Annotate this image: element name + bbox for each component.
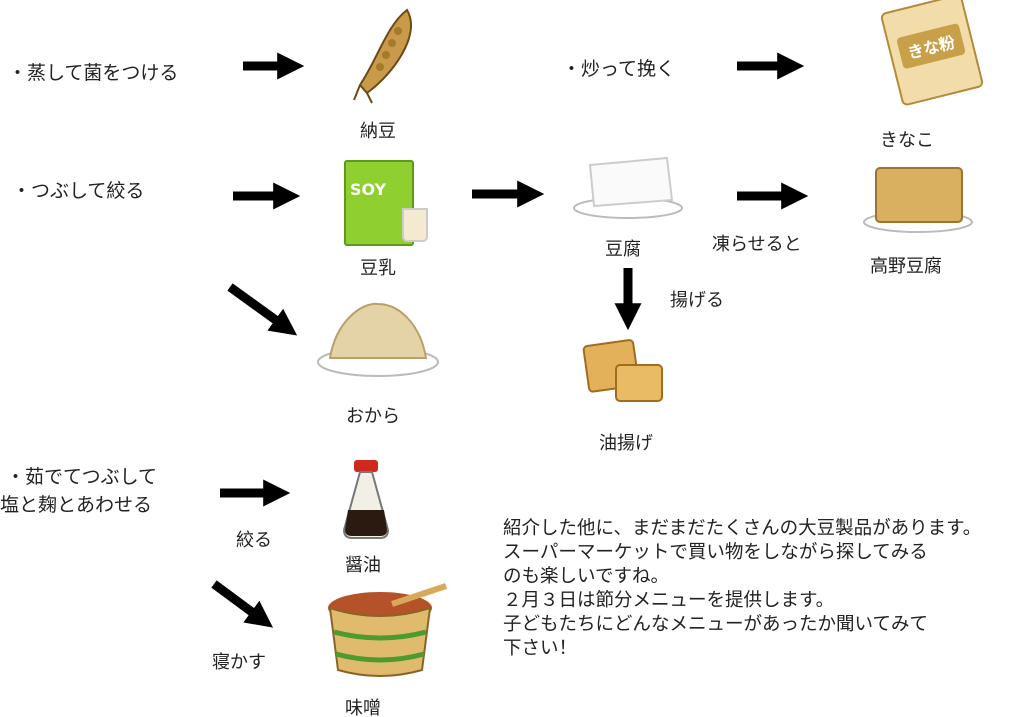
tofu-illustration — [573, 156, 683, 219]
product-kinako: きなこ — [880, 130, 934, 151]
step-fry: 揚げる — [670, 290, 724, 311]
product-koya-tofu: 高野豆腐 — [870, 256, 942, 277]
message-line: 子どもたちにどんなメニューがあったか聞いてみて — [503, 614, 928, 635]
arrow-boil-miso — [211, 580, 274, 628]
process-roast: ・炒って挽く — [562, 58, 676, 80]
koya-tofu-illustration — [863, 167, 973, 233]
step-squeeze: 絞る — [236, 530, 272, 551]
product-okara: おから — [346, 406, 400, 427]
step-ferment: 寝かす — [212, 652, 266, 673]
product-miso: 味噌 — [345, 698, 381, 717]
process-crush: ・つぶして絞る — [12, 180, 145, 202]
product-aburaage: 油揚げ — [599, 433, 653, 454]
message-line: のも楽しいですね。 — [503, 566, 669, 587]
process-boil-line2: 塩と麹とあわせる — [0, 494, 153, 516]
product-soymilk: 豆乳 — [360, 258, 396, 279]
okara-illustration — [317, 302, 439, 377]
aburaage-illustration — [582, 339, 663, 402]
message-line: スーパーマーケットで買い物をしながら探してみる — [503, 542, 928, 563]
product-natto: 納豆 — [360, 121, 396, 142]
soy-pack-label: SOY — [350, 180, 387, 199]
message-line: ２月３日は節分メニューを提供します。 — [503, 590, 835, 611]
natto-illustration — [353, 8, 413, 104]
message-line: 下さい！ — [503, 638, 578, 659]
process-steam: ・蒸して菌をつける — [8, 62, 179, 84]
arrow-crush-okara — [227, 283, 298, 336]
message-line: 紹介した他に、まだまだたくさんの大豆製品があります。 — [503, 518, 982, 539]
soymilk-illustration: SOY — [344, 160, 428, 246]
process-boil-line1: ・茹でてつぶして — [6, 466, 158, 488]
message-paragraph: 紹介した他に、まだまだたくさんの大豆製品があります。 スーパーマーケットで買い物… — [503, 517, 981, 661]
kinako-bag-label: きな粉 — [896, 22, 966, 70]
miso-illustration — [328, 583, 447, 677]
product-tofu: 豆腐 — [605, 239, 641, 260]
shoyu-illustration — [342, 460, 390, 539]
product-shoyu: 醤油 — [345, 555, 381, 576]
step-freeze: 凍らせると — [712, 234, 802, 255]
